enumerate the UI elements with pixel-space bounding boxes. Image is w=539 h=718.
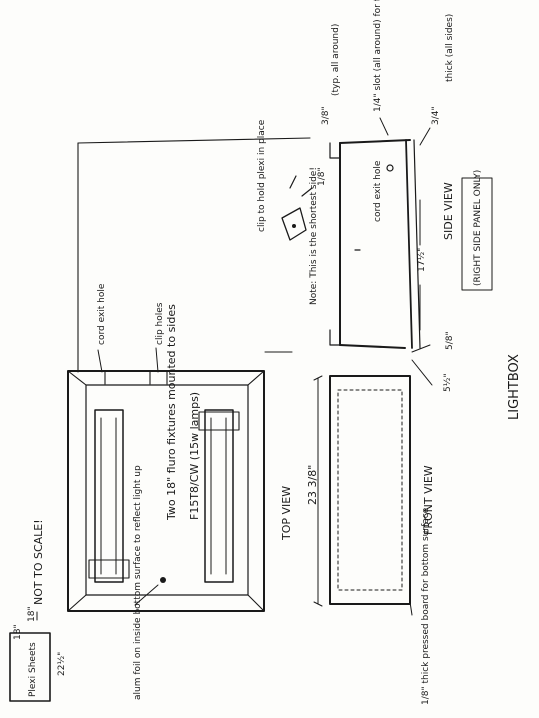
- dim-eighteen: 18": [13, 624, 23, 640]
- cord-hole-dot: [160, 577, 166, 583]
- front-view-drawing: [313, 375, 411, 607]
- right-side-note: (RIGHT SIDE PANEL ONLY): [473, 170, 483, 286]
- clip-hold-note: clip to hold plexi in place: [257, 119, 267, 232]
- plexi-label: Plexi Sheets: [28, 642, 38, 697]
- top-view-drawing: [67, 370, 265, 612]
- background-frame: [77, 137, 311, 373]
- thick-all-sides: thick (all sides): [445, 14, 455, 82]
- clip-dimension: 1/8": [317, 167, 327, 186]
- lightbox-title: LIGHTBOX: [507, 354, 522, 420]
- front-view-title: FRONT VIEW: [422, 465, 435, 535]
- height-dimension: 17½": [417, 248, 427, 272]
- lamps-label: F15T8/CW (15w lamps): [188, 392, 201, 520]
- plexi-length-label: 22½": [57, 652, 67, 676]
- plexi-sheet-sketch: 18" Plexi Sheets 22½": [9, 606, 67, 702]
- side-view-title: SIDE VIEW: [442, 182, 455, 240]
- cord-exit-side-label: cord exit hole: [373, 160, 383, 222]
- not-to-scale-note: NOT TO SCALE!: [32, 519, 45, 605]
- clip-holes-label: clip holes: [155, 302, 165, 345]
- top-view-title: TOP VIEW: [280, 486, 293, 541]
- clip-icon: [281, 175, 313, 241]
- cord-exit-hole: [386, 164, 394, 172]
- dim-five-half: 5½": [443, 373, 453, 392]
- right-side-box: [461, 177, 493, 291]
- dim-five-eighths: 5/8": [445, 331, 455, 350]
- width-dimension: 23 3/8": [306, 465, 319, 505]
- fixtures-label: Two 18" fluro fixtures mounted to sides: [165, 304, 178, 521]
- shortest-side-note: Note: This is the shortest side!: [309, 167, 319, 305]
- typ-all-around: (typ. all around): [331, 24, 341, 96]
- plexi-width-label: 18": [27, 606, 37, 622]
- dim-three-quarters: 3/4": [431, 106, 441, 125]
- alum-foil-note: alum foil on inside bottom surface to re…: [133, 465, 143, 700]
- side-view-drawing: [329, 139, 421, 349]
- slot-note: 1/4" slot (all around) for two 1/8" shee…: [373, 0, 383, 112]
- dim-three-eighths: 3/8": [321, 106, 331, 125]
- pressed-board-note: 1/8" thick pressed board for bottom surf…: [421, 507, 431, 705]
- cord-exit-top-label: cord exit hole: [97, 283, 107, 345]
